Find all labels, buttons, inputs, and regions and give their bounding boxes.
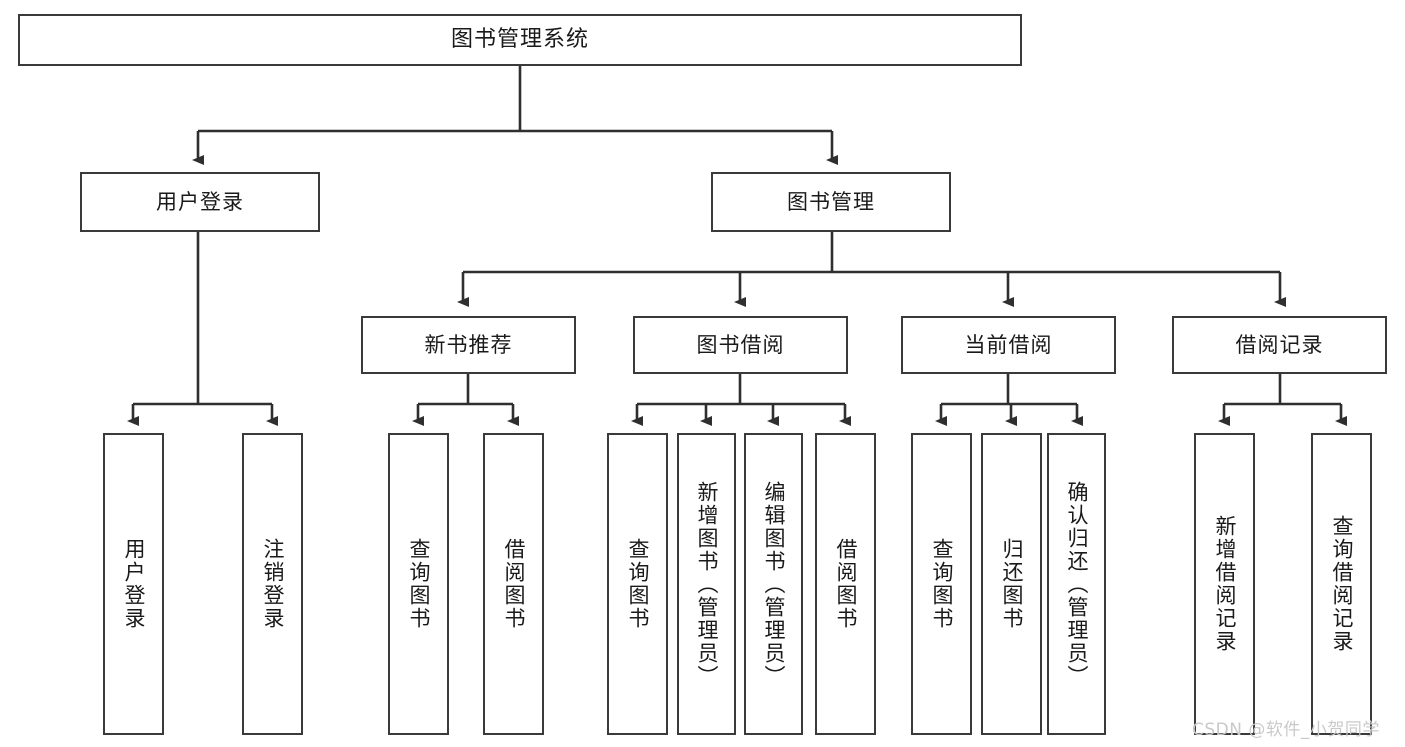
node-label: 归还图书 bbox=[999, 538, 1024, 630]
node-leaf-add-book-admin[interactable]: 新增图书（管理员） bbox=[677, 433, 736, 735]
node-label: 新增图书（管理员） bbox=[694, 480, 719, 688]
node-leaf-user-login[interactable]: 用户登录 bbox=[103, 433, 164, 735]
node-borrow-records[interactable]: 借阅记录 bbox=[1172, 316, 1387, 374]
node-label: 注销登录 bbox=[260, 538, 285, 630]
node-label: 借阅图书 bbox=[501, 538, 526, 630]
node-leaf-borrow-books-recommend[interactable]: 借阅图书 bbox=[483, 433, 544, 735]
node-label: 查询图书 bbox=[929, 538, 954, 630]
node-new-book-recommend[interactable]: 新书推荐 bbox=[361, 316, 576, 374]
node-label: 图书管理 bbox=[787, 189, 875, 214]
node-leaf-confirm-return-admin[interactable]: 确认归还（管理员） bbox=[1047, 433, 1106, 735]
node-root-book-management-system[interactable]: 图书管理系统 bbox=[18, 14, 1022, 66]
node-label: 用户登录 bbox=[121, 538, 146, 630]
node-label: 查询借阅记录 bbox=[1329, 515, 1354, 653]
node-label: 用户登录 bbox=[156, 189, 244, 214]
node-label: 查询图书 bbox=[625, 538, 650, 630]
node-leaf-query-books-current[interactable]: 查询图书 bbox=[911, 433, 972, 735]
node-leaf-add-borrow-record[interactable]: 新增借阅记录 bbox=[1194, 433, 1255, 735]
node-current-borrow[interactable]: 当前借阅 bbox=[901, 316, 1116, 374]
node-leaf-borrow-books[interactable]: 借阅图书 bbox=[815, 433, 876, 735]
node-book-management[interactable]: 图书管理 bbox=[711, 172, 951, 232]
node-leaf-query-books-borrow[interactable]: 查询图书 bbox=[607, 433, 668, 735]
node-leaf-return-books[interactable]: 归还图书 bbox=[981, 433, 1042, 735]
node-label: 图书管理系统 bbox=[450, 27, 589, 53]
node-leaf-query-books-recommend[interactable]: 查询图书 bbox=[388, 433, 449, 735]
node-label: 当前借阅 bbox=[964, 332, 1053, 357]
node-label: 新增借阅记录 bbox=[1212, 515, 1237, 653]
node-label: 查询图书 bbox=[406, 538, 431, 630]
node-leaf-logout[interactable]: 注销登录 bbox=[242, 433, 303, 735]
node-leaf-edit-book-admin[interactable]: 编辑图书（管理员） bbox=[744, 433, 803, 735]
node-label: 确认归还（管理员） bbox=[1064, 480, 1089, 688]
node-label: 借阅记录 bbox=[1235, 332, 1324, 357]
node-label: 编辑图书（管理员） bbox=[761, 480, 786, 688]
node-user-login[interactable]: 用户登录 bbox=[80, 172, 320, 232]
node-leaf-query-borrow-record[interactable]: 查询借阅记录 bbox=[1311, 433, 1372, 735]
watermark: CSDN @软件_小贺同学 bbox=[1192, 720, 1380, 740]
node-label: 借阅图书 bbox=[833, 538, 858, 630]
node-label: 新书推荐 bbox=[424, 332, 513, 357]
node-label: 图书借阅 bbox=[696, 332, 785, 357]
node-book-borrow[interactable]: 图书借阅 bbox=[633, 316, 848, 374]
